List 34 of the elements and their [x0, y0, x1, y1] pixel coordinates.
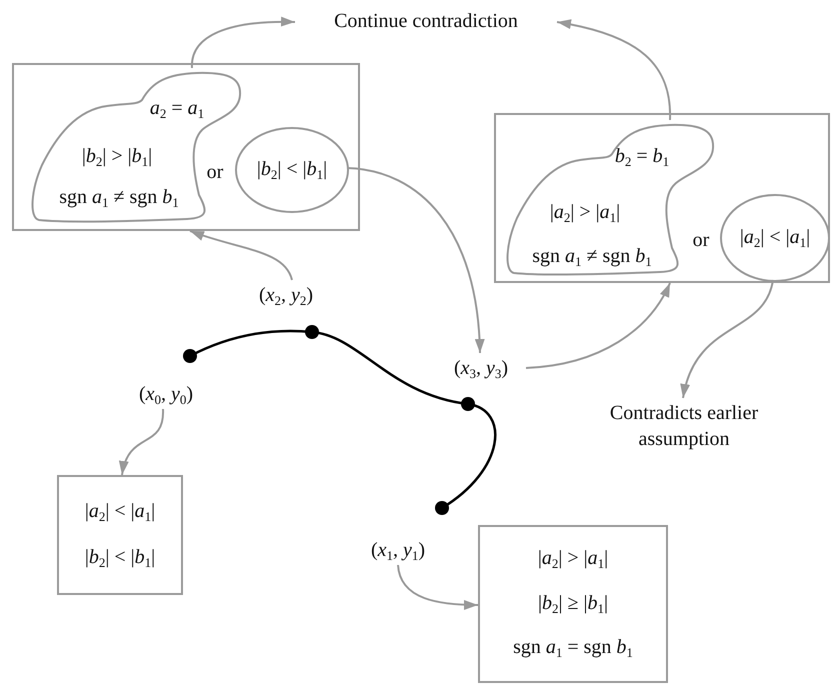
math-expression: |a$_{2}$| > |a$_{1}$|	[538, 547, 608, 572]
math-expression: sgn a$_{1}$ ≠ sgn b$_{1}$	[59, 186, 179, 210]
arrow	[120, 408, 164, 476]
math-expression: sgn a$_{1}$ = sgn b$_{1}$	[513, 636, 633, 661]
math-expression: |b$_{2}$| > |b$_{1}$|	[82, 144, 152, 170]
arrow	[556, 20, 671, 120]
connective-text: or	[692, 229, 710, 251]
arrow	[191, 16, 296, 68]
ellipse-outline	[720, 194, 830, 282]
arrow	[190, 230, 293, 280]
condition-box	[494, 113, 830, 283]
math-expression: |a$_{2}$| < |a$_{1}$|	[84, 500, 156, 524]
math-expression: |b$_{2}$| < |b$_{1}$|	[84, 546, 156, 570]
condition-box	[478, 525, 668, 683]
arrow	[526, 282, 671, 369]
ellipse-outline	[235, 127, 349, 213]
point-label: (x$_{0}$, y$_{0}$)	[122, 379, 210, 409]
arrow	[346, 167, 484, 354]
point-label: (x$_{1}$, y$_{1}$)	[354, 535, 442, 565]
condition-box	[57, 475, 183, 595]
point-label: (x$_{3}$, y$_{3}$)	[436, 353, 526, 383]
connective-text: or	[206, 161, 224, 183]
math-expression: |a$_{2}$| > |a$_{1}$|	[550, 200, 620, 226]
arrow	[397, 564, 478, 610]
math-expression: |a$_{2}$| < |a$_{1}$|	[740, 226, 810, 250]
math-expression: |b$_{2}$| ≥ |b$_{1}$|	[538, 592, 608, 616]
annotation-text: Continue contradiction	[295, 6, 557, 36]
condition-box	[12, 63, 360, 231]
math-expression: a$_{2}$ = a$_{1}$	[150, 96, 204, 122]
annotation-text: Contradicts earlier assumption	[598, 398, 770, 454]
math-expression: sgn a$_{1}$ ≠ sgn b$_{1}$	[532, 244, 652, 270]
math-expression: |b$_{2}$| < |b$_{1}$|	[256, 158, 328, 182]
math-expression: b$_{2}$ = b$_{1}$	[614, 144, 670, 170]
point-label: (x$_{2}$, y$_{2}$)	[245, 280, 327, 310]
